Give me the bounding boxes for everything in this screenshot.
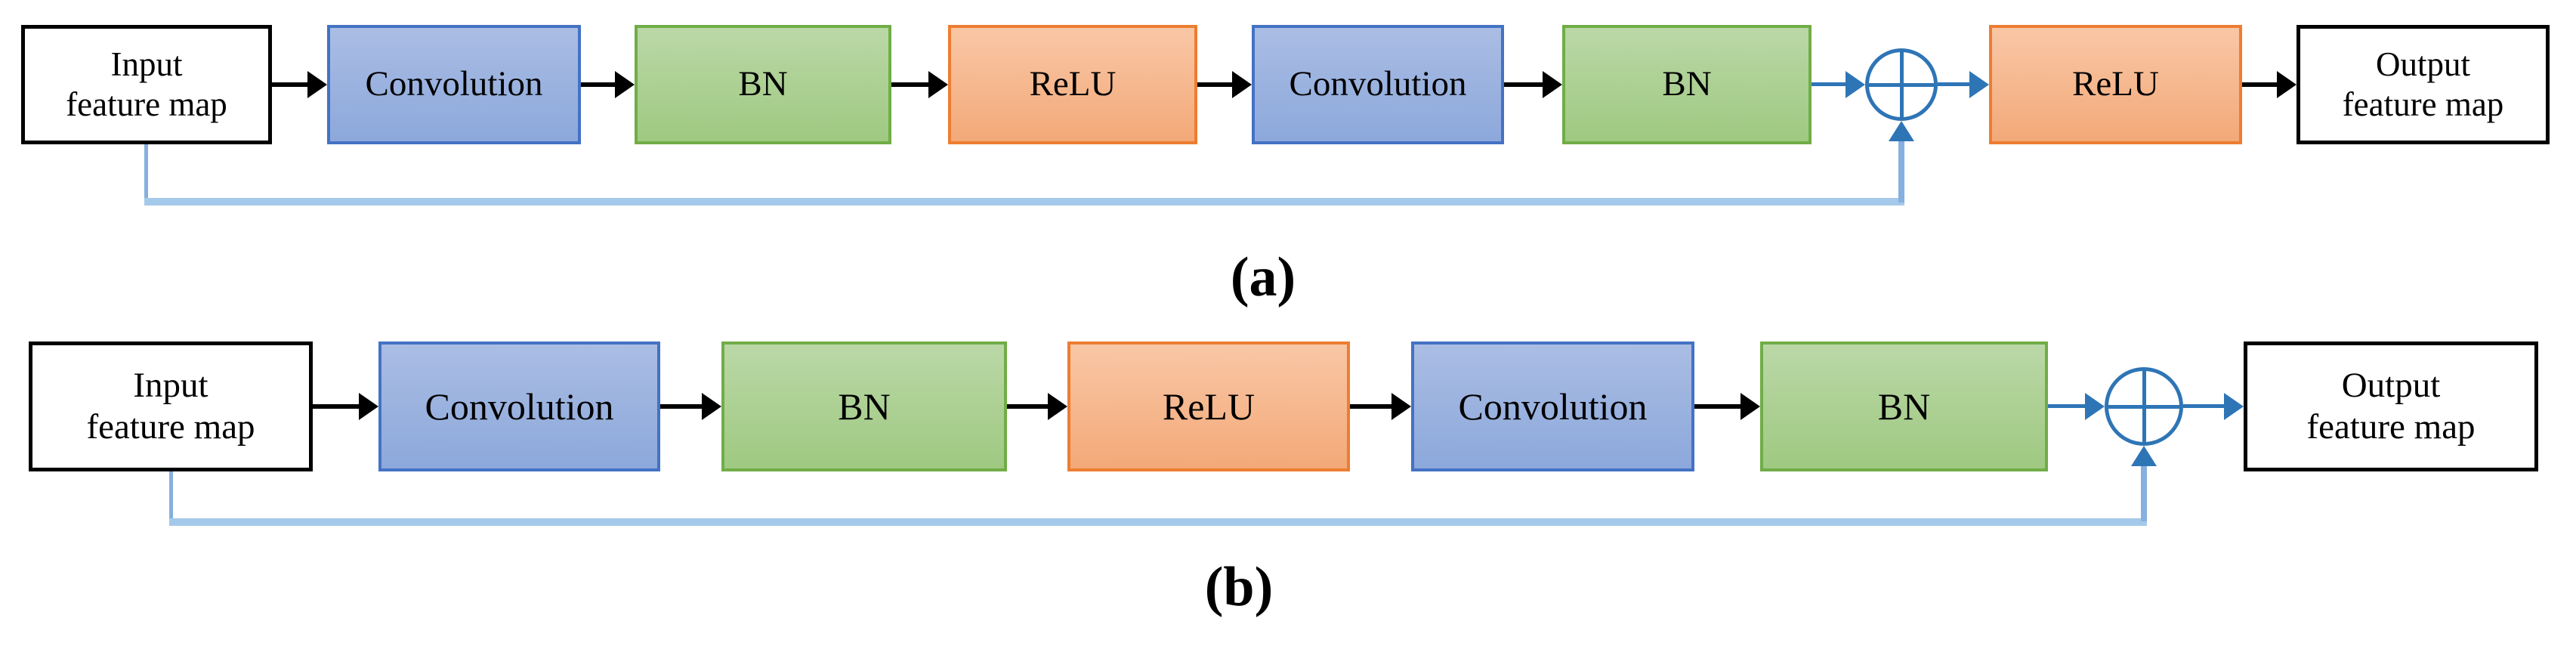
output-label-line1-b: Output — [2341, 365, 2441, 405]
arrow-sum-to-relu2-a — [1938, 71, 1989, 98]
convolution-1-box-a: Convolution — [327, 25, 581, 144]
convolution-1-label-b: Convolution — [425, 385, 614, 428]
arrow-input-to-conv1-b — [313, 393, 378, 420]
relu-1-box-b: ReLU — [1067, 341, 1350, 471]
arrow-input-to-conv1-a — [272, 71, 327, 98]
bn-2-box-b: BN — [1760, 341, 2048, 471]
convolution-2-label-b: Convolution — [1458, 385, 1648, 428]
bn-1-box-a: BN — [635, 25, 891, 144]
bn-2-label-b: BN — [1877, 385, 1931, 428]
input-label-line2-b: feature map — [86, 407, 255, 447]
arrow-conv2-to-bn2-b — [1694, 393, 1760, 420]
arrow-relu2-to-output-a — [2242, 71, 2296, 98]
plus-vertical-b — [2142, 371, 2146, 442]
output-feature-map-box-a: Output feature map — [2296, 25, 2550, 144]
convolution-2-box-b: Convolution — [1411, 341, 1694, 471]
relu-1-label-b: ReLU — [1162, 385, 1256, 428]
arrow-bn1-to-relu1-a — [891, 71, 948, 98]
convolution-1-label-a: Convolution — [365, 64, 543, 104]
output-label-line2-b: feature map — [2306, 407, 2476, 447]
output-label-line2-a: feature map — [2342, 85, 2504, 123]
input-feature-map-box-a: Input feature map — [21, 25, 272, 144]
relu-1-box-a: ReLU — [948, 25, 1197, 144]
convolution-1-box-b: Convolution — [378, 341, 660, 471]
arrow-relu1-to-conv2-a — [1197, 71, 1252, 98]
skip-connection-a-rise — [1898, 138, 1904, 202]
bn-1-label-a: BN — [738, 64, 788, 104]
skip-connection-a-horizontal — [144, 198, 1904, 206]
bn-2-box-a: BN — [1562, 25, 1812, 144]
input-label-line1-a: Input — [110, 45, 183, 83]
output-feature-map-box-b: Output feature map — [2244, 341, 2538, 471]
arrow-bn1-to-relu1-b — [1007, 393, 1067, 420]
relu-1-label-a: ReLU — [1029, 64, 1117, 104]
convolution-2-label-a: Convolution — [1289, 64, 1467, 104]
skip-connection-a-drop — [144, 144, 148, 202]
arrow-relu1-to-conv2-b — [1350, 393, 1411, 420]
arrow-bn2-to-sum-a — [1812, 71, 1865, 98]
circled-plus-icon — [1865, 48, 1938, 121]
bn-2-label-a: BN — [1662, 64, 1712, 104]
convolution-2-box-a: Convolution — [1252, 25, 1504, 144]
skip-connection-a-arrowhead-icon — [1889, 121, 1914, 141]
input-feature-map-box-b: Input feature map — [29, 341, 313, 471]
arrow-sum-to-output-b — [2183, 393, 2244, 420]
skip-connection-b-drop — [169, 471, 173, 526]
skip-connection-b-horizontal — [169, 518, 2147, 526]
arrow-conv2-to-bn2-a — [1504, 71, 1562, 98]
arrow-conv1-to-bn1-a — [581, 71, 635, 98]
relu-2-box-a: ReLU — [1989, 25, 2242, 144]
input-label-line2-a: feature map — [66, 85, 227, 123]
bn-1-box-b: BN — [721, 341, 1007, 471]
circled-plus-icon — [2105, 367, 2183, 446]
panel-b-caption: (b) — [1204, 556, 1274, 618]
bn-1-label-b: BN — [838, 385, 891, 428]
arrow-bn2-to-sum-b — [2048, 393, 2105, 420]
skip-connection-b-arrowhead-icon — [2131, 446, 2157, 466]
panel-a-caption: (a) — [1230, 246, 1296, 308]
skip-connection-b-rise — [2141, 462, 2147, 521]
output-label-line1-a: Output — [2375, 45, 2470, 83]
relu-2-label-a: ReLU — [2072, 64, 2159, 104]
input-label-line1-b: Input — [133, 365, 208, 405]
arrow-conv1-to-bn1-b — [660, 393, 721, 420]
plus-vertical-a — [1899, 52, 1904, 117]
